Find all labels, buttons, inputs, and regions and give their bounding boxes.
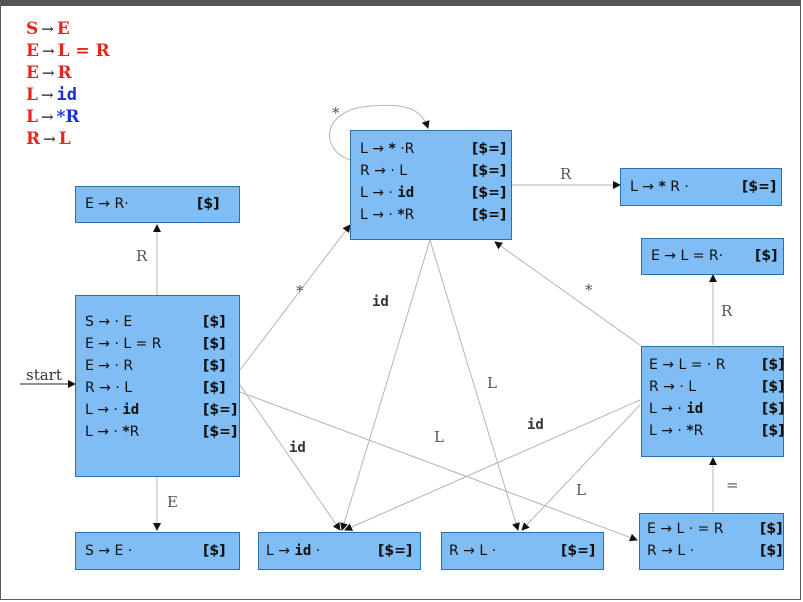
edge-start-to-l-dot [239, 391, 638, 542]
edge-label-star: * [296, 282, 304, 300]
edge-e-l-eq-to-l-id [344, 399, 641, 531]
edge-label-l: L [576, 481, 586, 499]
state-e-l-eq: E → L = · R[$] R → · L[$] L → · id[$] L … [641, 346, 785, 457]
state-e-l-eq-r: E → L = R·[$] [641, 238, 784, 275]
state-star: L → * ·R[$=] R → · L[$=] L → · id[$=] L … [350, 130, 512, 240]
state-start: S → · E[$] E → · L = R[$] E → · R[$] R →… [75, 295, 240, 477]
edge-label-l: L [487, 374, 497, 392]
state-e-r: E → R·[$] [75, 186, 240, 223]
edge-label-id: id [289, 440, 306, 456]
edge-start-to-star [239, 224, 351, 371]
state-r-l: R → L ·[$=] [441, 532, 604, 570]
edge-label-id: id [372, 294, 389, 310]
edge-label-r: R [560, 165, 572, 183]
state-l-id: L → id ·[$=] [258, 532, 421, 570]
start-label: start [26, 366, 62, 384]
edge-label-id: id [527, 417, 544, 433]
edge-label-star: * [585, 281, 593, 299]
edge-label-r: R [721, 302, 733, 320]
grammar-rule: E→L = R [26, 41, 110, 61]
grammar-rule: L→*R [26, 107, 80, 127]
edge-label-eq: = [726, 476, 739, 494]
state-s-e: S → E ·[$] [75, 532, 240, 570]
edge-label-l: L [434, 428, 444, 446]
grammar-rule: L→id [26, 85, 78, 105]
edge-label-r: R [136, 247, 148, 265]
edge-e-l-eq-to-r-l [521, 404, 641, 531]
grammar-rule: R→L [26, 129, 71, 149]
grammar-rule: E→R [26, 63, 72, 83]
edge-label-star-loop: * [332, 104, 340, 122]
edge-star-loop [329, 104, 430, 161]
edge-start-to-l-id [239, 384, 341, 531]
edge-star-to-l-id [340, 239, 431, 531]
edge-label-e: E [167, 493, 178, 511]
state-star-r: L → * R ·[$=] [620, 168, 782, 206]
edge-star-to-r-l [429, 239, 520, 531]
grammar-rules: S→E E→L = R E→R L→id L→*R R→L [26, 18, 110, 150]
edge-e-l-eq-to-star [494, 241, 641, 346]
grammar-rule: S→E [26, 19, 70, 39]
state-l-dot: E → L · = R[$] R → L ·[$] [639, 513, 784, 570]
